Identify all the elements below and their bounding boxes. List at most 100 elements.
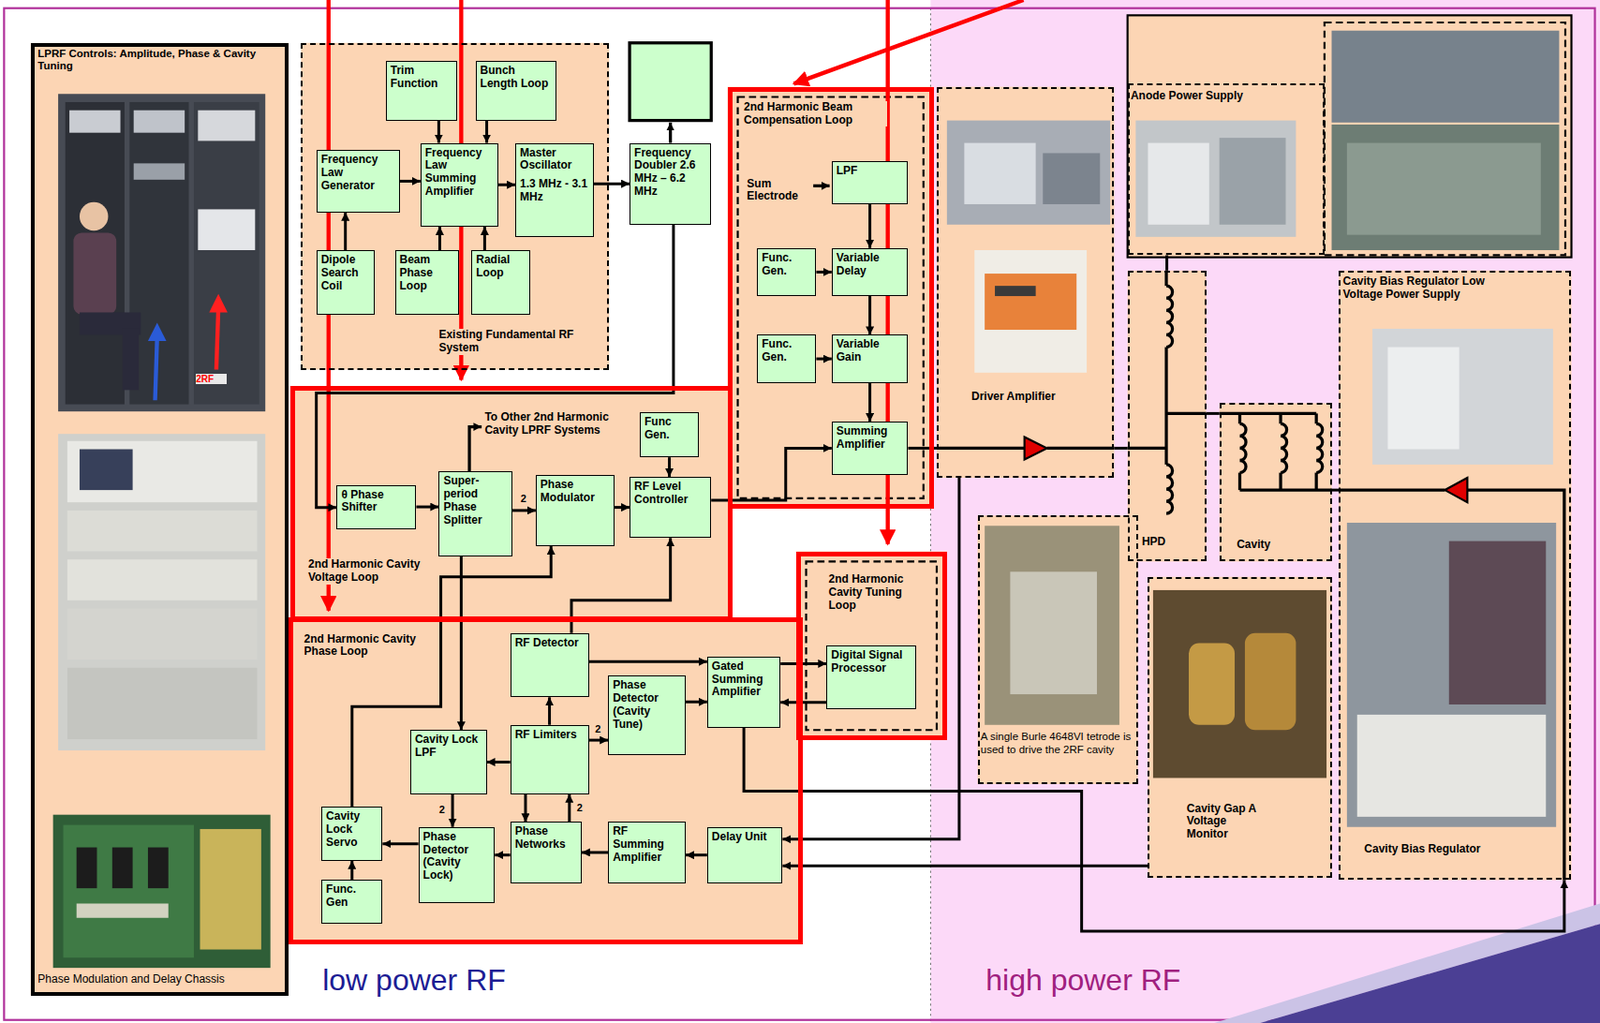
edge-label: 2 <box>438 803 446 815</box>
signal-connector <box>487 760 511 764</box>
pcb-photo <box>148 847 169 889</box>
signal-connector <box>382 842 418 845</box>
amplifier-symbol <box>1444 477 1467 503</box>
region-label: high power RF <box>985 962 1272 998</box>
signal-connector <box>437 120 441 144</box>
inductor-symbol <box>1239 423 1246 473</box>
inner-dashed-frame <box>738 97 924 499</box>
rack-photo <box>67 608 258 660</box>
box-text: RF Detector <box>515 637 585 651</box>
rack-photo <box>69 110 120 134</box>
pcb-photo <box>76 847 98 889</box>
signal-connector <box>780 662 827 666</box>
box-text: Frequency Doubler 2.6 MHz – 6.2 MHz <box>634 147 707 199</box>
inductor-symbol <box>1280 423 1288 473</box>
amplifier-symbol <box>1024 436 1048 460</box>
signal-connector <box>1206 412 1220 415</box>
panel-heading: Cavity Gap A Voltage Monitor <box>1186 802 1269 842</box>
equipment-photo <box>1219 137 1287 225</box>
person-figure <box>122 328 139 390</box>
equipment-photo <box>1147 143 1209 225</box>
panel-heading: Existing Fundamental RF System <box>438 328 597 356</box>
box-text: Radial Loop <box>475 253 526 281</box>
region-label: low power RF <box>322 962 588 998</box>
panel-heading: 2nd Harmonic Cavity Voltage Loop <box>308 558 433 585</box>
box-text: Master Oscillator <box>519 147 590 174</box>
box-text: Gated Summing Amplifier <box>711 660 776 699</box>
panel-heading: Cavity Bias Regulator Low Voltage Power … <box>1342 275 1496 302</box>
signal-wire <box>1166 412 1206 415</box>
signal-connector <box>350 860 354 881</box>
box-text: Dipole Search Coil <box>321 253 371 293</box>
equipment-photo <box>1357 714 1547 817</box>
annotation: To Other 2nd Harmonic Cavity LPRF System… <box>484 411 638 438</box>
box-text: LPF <box>836 164 904 178</box>
signal-connector <box>593 182 630 186</box>
box-text: RF Summing Amplifier <box>612 825 682 864</box>
signal-connector <box>498 183 517 187</box>
signal-connector <box>1113 446 1127 450</box>
signal-connector <box>548 696 551 725</box>
panel-fill <box>977 515 1139 785</box>
panel-heading: HPD <box>1141 535 1193 549</box>
equipment-photo <box>1332 124 1560 251</box>
pointer-arrow <box>216 308 219 370</box>
photo-frame <box>1324 22 1566 255</box>
rack-photo <box>133 110 185 134</box>
tetrode-photo <box>1009 571 1097 695</box>
box-text: Variable Delay <box>836 251 904 279</box>
group-panel: Anode Power Supply <box>1127 83 1325 255</box>
signal-connector <box>483 226 487 251</box>
process-box: Phase Detector (Cavity Lock) <box>418 827 496 904</box>
process-box: Beam Phase Loop <box>395 250 460 315</box>
box-text: Frequency Law Generator <box>321 153 396 193</box>
signal-connector <box>1332 488 1340 492</box>
process-box: Variable Gain <box>831 334 909 383</box>
signal-connector <box>415 505 439 509</box>
signal-connector <box>459 556 463 730</box>
pointer-arrow <box>208 294 228 313</box>
box-text: 1.3 MHz - 3.1 MHz <box>519 177 590 205</box>
box-text: RF Level Controller <box>634 480 707 507</box>
process-box: Frequency Doubler 2.6 MHz – 6.2 MHz <box>629 143 712 225</box>
signal-wire <box>469 427 482 473</box>
signal-wire <box>1315 473 1319 491</box>
person-figure <box>79 202 109 232</box>
process-box: Cavity Lock Servo <box>321 806 383 861</box>
group-panel: Cavity <box>1219 402 1333 562</box>
group-panel: 2nd Harmonic Beam Compensation LoopLPFFu… <box>727 87 934 509</box>
group-panel: 2nd Harmonic Cavity Tuning LoopDigital S… <box>796 551 948 741</box>
box-text: Cavity Lock LPF <box>414 733 483 760</box>
group-panel: A single Burle 4648VI tetrode is used to… <box>977 515 1139 785</box>
box-text: Func. Gen. <box>761 251 812 279</box>
panel-heading: 2nd Harmonic Cavity Tuning Loop <box>828 573 931 612</box>
signal-connector <box>343 212 347 251</box>
box-text: RF Limiters <box>515 728 585 742</box>
amplifier-photo <box>994 285 1037 297</box>
panel-fill <box>727 87 934 509</box>
process-box: Trim Function <box>385 60 458 120</box>
panel-fill <box>796 551 948 741</box>
process-box: Radial Loop <box>471 250 531 315</box>
group-panel: Cavity Gap A Voltage Monitor <box>1147 577 1332 878</box>
high-power-ground <box>930 0 1600 1023</box>
box-text: Summing Amplifier <box>836 425 904 452</box>
rack-photo <box>79 449 134 491</box>
rack-photo <box>67 667 258 740</box>
signal-connector <box>581 850 608 854</box>
signal-connector <box>868 296 872 335</box>
box-text: Phase Networks <box>515 825 578 852</box>
process-box: Phase Modulator <box>535 474 615 547</box>
equipment-photo <box>1135 120 1296 238</box>
signal-wire <box>1127 446 1167 450</box>
corner-swoosh <box>1214 903 1600 1023</box>
pcb-photo <box>53 814 271 968</box>
panel-fill <box>300 43 609 371</box>
panel-fill <box>1147 577 1332 878</box>
panel-heading: Anode Power Supply <box>1130 89 1315 104</box>
process-box: Digital Signal Processor <box>826 645 917 711</box>
box-text: Func. Gen <box>325 883 378 910</box>
panel-fill <box>936 87 1115 478</box>
